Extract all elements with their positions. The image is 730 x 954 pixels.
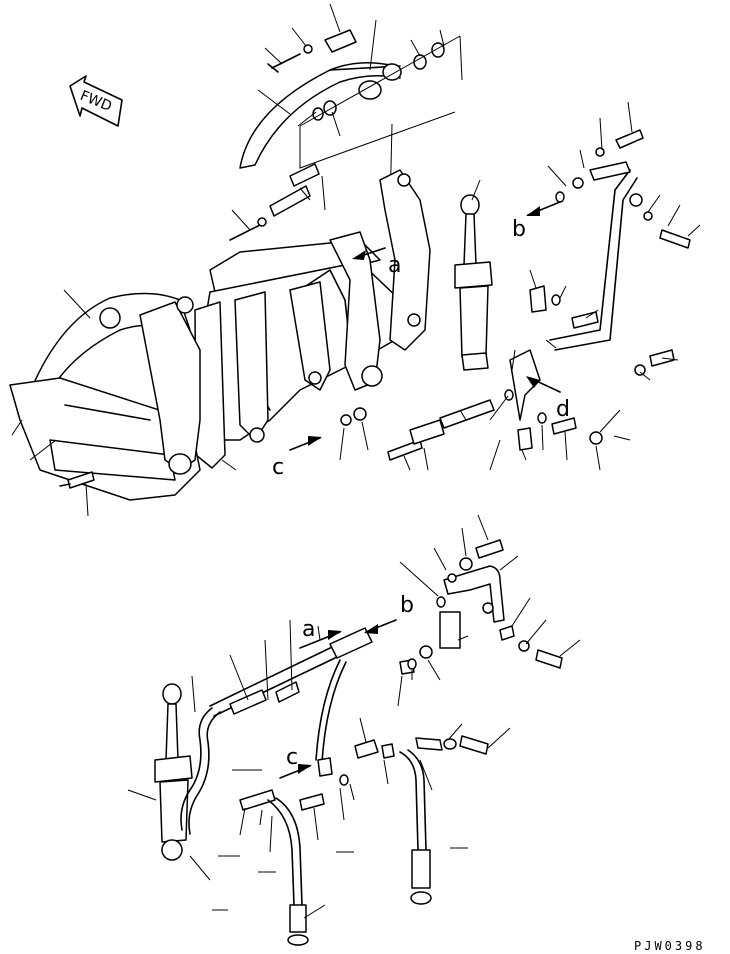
callout-a-label: a — [388, 253, 401, 278]
callout-c-bottom: c — [279, 745, 312, 779]
upper-linkage-assembly — [9, 3, 701, 517]
drawing-code: PJW0398 — [634, 939, 706, 953]
callout-c-label: c — [272, 455, 284, 480]
callout-c-top: c — [272, 436, 322, 480]
callout-b-label: b — [512, 217, 526, 242]
callout-a-bottom: a — [299, 617, 342, 649]
callout-b-top: b — [512, 201, 561, 242]
callout-a-top: a — [352, 247, 401, 278]
lower-hydraulic-assembly — [127, 514, 581, 946]
fwd-label: FWD — [78, 88, 114, 115]
callout-b-label-bottom: b — [400, 593, 414, 618]
callout-d-label: d — [556, 397, 570, 422]
callout-d-top: d — [526, 376, 570, 422]
callout-a-label-bottom: a — [302, 617, 315, 642]
fwd-direction-arrow: FWD — [69, 75, 123, 127]
callout-b-bottom: b — [364, 593, 414, 634]
callout-c-label-bottom: c — [286, 745, 298, 770]
